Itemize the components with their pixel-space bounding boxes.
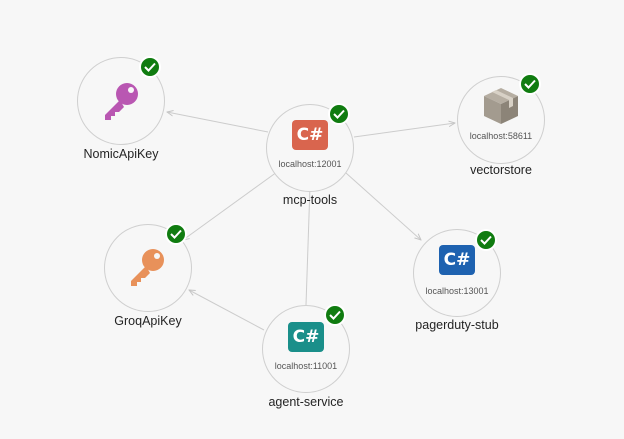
endpoint-link-vectorstore[interactable]: localhost:58611 [469,131,533,141]
status-running-icon [328,103,350,125]
key-icon [131,249,164,286]
status-running-icon [475,229,497,251]
status-running-icon [519,73,541,95]
node-label-agent-service: agent-service [268,395,344,409]
package-icon [484,88,518,124]
edge-agent-service-groqapikey [189,290,265,331]
edge-mcp-tools-pagerduty-stub [345,172,421,240]
status-running-icon [324,304,346,326]
endpoint-link-pagerduty-stub[interactable]: localhost:13001 [425,286,489,296]
node-label-mcp-tools: mcp-tools [282,193,338,207]
endpoint-link-agent-service[interactable]: localhost:11001 [274,361,338,371]
edge-mcp-tools-nomicapikey [167,112,269,133]
edge-mcp-tools-groqapikey [183,171,278,240]
csharp-project-icon: C# [292,120,328,150]
edge-agent-service-mcp-tools [305,185,311,306]
node-label-nomicapikey: NomicApiKey [83,147,159,161]
key-icon [105,83,138,120]
status-running-icon [139,56,161,78]
endpoint-link-mcp-tools[interactable]: localhost:12001 [278,159,342,169]
node-label-vectorstore: vectorstore [470,163,532,177]
edge-mcp-tools-vectorstore [353,123,455,138]
node-label-groqapikey: GroqApiKey [114,314,182,328]
node-label-pagerduty-stub: pagerduty-stub [415,318,499,332]
csharp-project-icon: C# [439,245,475,275]
status-running-icon [165,223,187,245]
csharp-project-icon: C# [288,322,324,352]
